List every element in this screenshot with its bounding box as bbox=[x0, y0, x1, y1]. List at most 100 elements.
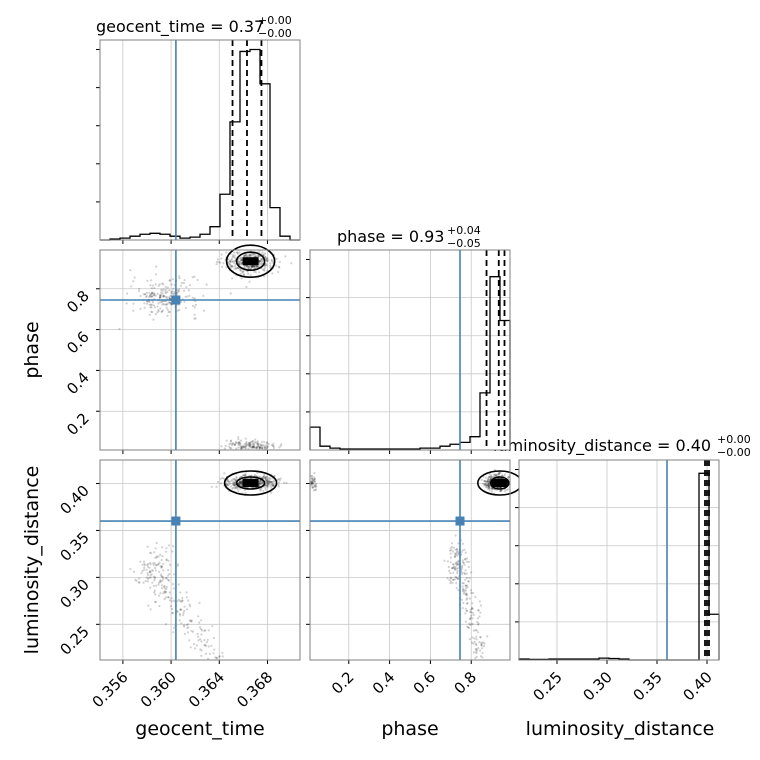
sample-point-618 bbox=[148, 576, 151, 579]
sample-point-546 bbox=[470, 607, 474, 610]
sample-point-599 bbox=[168, 563, 172, 567]
sample-point-540 bbox=[185, 623, 188, 627]
sample-point-698 bbox=[264, 444, 267, 447]
sample-point-37 bbox=[239, 481, 242, 484]
sample-point-103 bbox=[149, 303, 152, 306]
sample-point-209 bbox=[231, 487, 234, 490]
sample-point-423 bbox=[147, 565, 150, 568]
sample-point-274 bbox=[272, 479, 275, 482]
sample-point-122 bbox=[149, 295, 152, 298]
sample-point-373 bbox=[310, 481, 314, 484]
sample-point-609 bbox=[237, 436, 240, 439]
sample-point-187 bbox=[152, 318, 155, 321]
sample-point-548 bbox=[167, 596, 170, 599]
sample-point-700 bbox=[265, 441, 269, 444]
sample-point-656 bbox=[161, 555, 164, 558]
sample-point-711 bbox=[257, 443, 260, 447]
sample-point-604 bbox=[461, 559, 464, 562]
sample-point-614 bbox=[456, 550, 459, 553]
sample-point-529 bbox=[145, 576, 148, 579]
sample-point-511 bbox=[465, 572, 468, 575]
sample-point-538 bbox=[231, 277, 234, 280]
sample-point-402 bbox=[314, 488, 317, 491]
sample-point-297 bbox=[239, 269, 242, 272]
sample-point-652 bbox=[155, 563, 158, 567]
sample-point-530 bbox=[461, 607, 464, 610]
sample-point-20 bbox=[172, 287, 175, 290]
sample-point-651 bbox=[165, 559, 168, 562]
sample-point-56 bbox=[162, 294, 165, 297]
sample-point-370 bbox=[312, 489, 315, 492]
sample-point-593 bbox=[456, 572, 459, 575]
sample-point-197 bbox=[233, 483, 236, 486]
sample-point-313 bbox=[244, 474, 247, 477]
sample-point-184 bbox=[153, 294, 156, 297]
sample-point-431 bbox=[233, 256, 237, 260]
sample-point-377 bbox=[310, 481, 313, 484]
sample-point-608 bbox=[449, 561, 452, 564]
sample-point-128 bbox=[266, 484, 269, 487]
sample-point-571 bbox=[154, 593, 157, 596]
sample-point-395 bbox=[240, 258, 243, 261]
sample-point-442 bbox=[449, 552, 452, 555]
sample-point-679 bbox=[251, 440, 254, 443]
sample-point-596 bbox=[143, 564, 146, 567]
sample-point-603 bbox=[155, 541, 158, 545]
sample-point-393 bbox=[238, 257, 241, 260]
scatter-geocent-phase-ytick-label-3: 0.8 bbox=[63, 287, 93, 317]
sample-point-112 bbox=[264, 476, 267, 479]
sample-point-363 bbox=[242, 270, 245, 273]
sample-point-64 bbox=[165, 288, 168, 291]
sample-point-592 bbox=[243, 443, 246, 446]
sample-point-466 bbox=[471, 617, 474, 620]
sample-point-407 bbox=[313, 480, 316, 483]
sample-point-531 bbox=[205, 640, 208, 644]
sample-point-712 bbox=[245, 444, 248, 447]
sample-point-210 bbox=[154, 313, 157, 316]
sample-point-118 bbox=[168, 279, 171, 282]
sample-point-528 bbox=[159, 580, 162, 583]
sample-point-287 bbox=[226, 479, 229, 482]
sample-point-516 bbox=[231, 265, 234, 268]
sample-point-672 bbox=[248, 444, 251, 447]
sample-point-40 bbox=[157, 302, 160, 305]
sample-point-449 bbox=[473, 640, 476, 643]
sample-point-522 bbox=[472, 592, 475, 595]
sample-point-564 bbox=[469, 623, 472, 627]
sample-point-11 bbox=[278, 481, 281, 484]
sample-point-549 bbox=[278, 260, 281, 264]
sample-point-374 bbox=[314, 484, 317, 487]
sample-point-622 bbox=[143, 566, 146, 569]
sample-point-421 bbox=[464, 558, 467, 561]
sample-point-365 bbox=[283, 481, 286, 484]
sample-point-628 bbox=[239, 447, 243, 450]
sample-point-372 bbox=[245, 265, 249, 268]
sample-point-486 bbox=[141, 563, 144, 566]
sample-point-205 bbox=[166, 303, 169, 306]
sample-point-630 bbox=[157, 583, 160, 586]
sample-point-640 bbox=[149, 574, 152, 577]
sample-point-452 bbox=[171, 611, 174, 615]
sample-point-342 bbox=[266, 259, 269, 262]
sample-point-166 bbox=[146, 302, 149, 305]
sample-point-149 bbox=[151, 303, 154, 306]
sample-point-87 bbox=[267, 481, 270, 484]
sample-point-5 bbox=[166, 314, 169, 317]
sample-point-637 bbox=[253, 444, 256, 447]
sample-point-191 bbox=[132, 302, 135, 305]
sample-point-592 bbox=[162, 562, 165, 566]
sample-point-514 bbox=[179, 614, 182, 617]
sample-point-557 bbox=[476, 649, 479, 652]
sample-point-496 bbox=[470, 611, 473, 614]
sample-point-606 bbox=[235, 441, 238, 444]
sample-point-413 bbox=[480, 644, 483, 647]
ylabel-phase: phase bbox=[21, 321, 43, 378]
sample-point-424 bbox=[153, 589, 156, 592]
sample-point-641 bbox=[165, 577, 168, 580]
scatter-geocent-ld-ytick-label-1: 0.30 bbox=[56, 575, 92, 611]
sample-point-26 bbox=[202, 294, 205, 297]
sample-point-284 bbox=[241, 271, 244, 274]
sample-point-245 bbox=[234, 484, 237, 487]
sample-point-456 bbox=[239, 257, 243, 260]
sample-point-654 bbox=[263, 445, 266, 448]
